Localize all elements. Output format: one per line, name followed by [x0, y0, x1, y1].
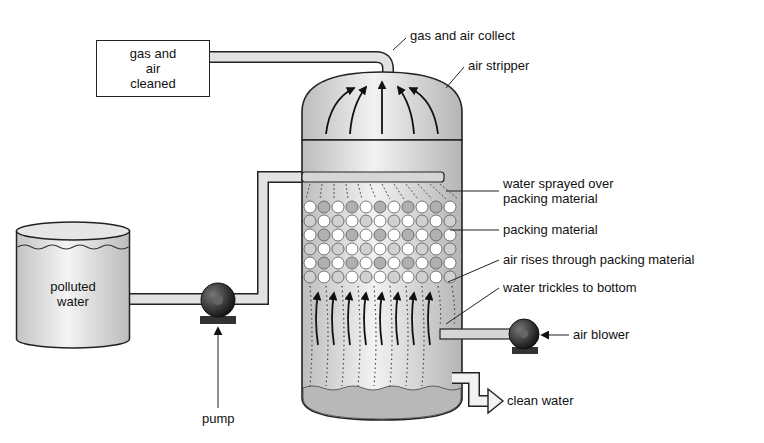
spray-line — [320, 184, 322, 199]
leader-line — [446, 67, 464, 88]
air-arrow — [316, 293, 318, 345]
pipe-label: gas and air collect — [410, 28, 515, 43]
leader-arrow — [542, 335, 569, 336]
leader-line — [393, 38, 406, 50]
stripper-body — [302, 140, 462, 420]
part-label: pump — [202, 411, 235, 426]
spray-line — [382, 184, 390, 199]
water-spray — [306, 184, 458, 199]
spray-line — [306, 184, 310, 199]
leader-line — [446, 288, 499, 324]
air-arrow — [380, 293, 382, 345]
storage-tank: polluted water — [15, 220, 131, 350]
feed-pipe — [120, 177, 310, 299]
trickle-line — [390, 286, 392, 386]
tank-body — [17, 231, 130, 348]
water-trickle — [310, 286, 455, 386]
part-label: air rises through packing material — [503, 252, 694, 267]
part-label: packing material — [503, 222, 598, 237]
trickle-line — [310, 286, 312, 386]
air-arrow — [428, 293, 430, 345]
process-box: gas and air cleaned — [96, 40, 210, 97]
blower-pipe — [440, 329, 512, 339]
leader-line — [450, 230, 499, 231]
gas-arrow — [350, 87, 366, 134]
tank-top — [17, 222, 130, 240]
trickle-line — [358, 286, 360, 386]
spray-line — [418, 184, 432, 199]
trickle-line — [326, 286, 328, 386]
node-text: polluted water — [43, 279, 103, 309]
spray-line — [358, 184, 362, 199]
air-flow — [316, 293, 430, 345]
node-text: gas and air cleaned — [123, 46, 183, 91]
air-blower — [509, 319, 539, 349]
trickle-line — [438, 286, 441, 326]
outlet-arrow — [488, 389, 503, 413]
part-label: water trickles to bottom — [503, 280, 637, 295]
feed-pipe — [120, 177, 310, 299]
air-arrow — [364, 293, 366, 345]
part-label: air blower — [573, 327, 629, 342]
spray-header — [302, 172, 444, 182]
gas-arrow — [410, 88, 438, 134]
stripper-dome — [302, 72, 462, 140]
trickle-line — [422, 286, 424, 386]
leader-arrow — [218, 328, 219, 408]
gas-flow — [326, 82, 438, 134]
spray-line — [394, 184, 404, 199]
pump — [201, 283, 235, 317]
spray-line — [430, 184, 446, 199]
outlet-label: clean water — [507, 393, 573, 408]
spray-line — [334, 184, 335, 199]
gas-arrow — [381, 82, 383, 134]
air-arrow — [348, 293, 350, 345]
air-arrow — [332, 293, 334, 345]
air-arrow — [412, 293, 414, 345]
outlet-pipe — [452, 378, 490, 401]
gas-arrow — [398, 87, 414, 134]
outlet-pipe — [452, 378, 490, 401]
blower-hub — [520, 330, 528, 338]
pump-hub — [213, 295, 223, 305]
spray-line — [346, 184, 348, 199]
vessel-label: air stripper — [468, 58, 529, 73]
trickle-line — [406, 286, 408, 386]
water-surface — [18, 245, 129, 249]
spray-line — [406, 184, 418, 199]
trickle-line — [374, 286, 376, 386]
leader-line — [448, 260, 499, 282]
part-label: water sprayed over packing material — [503, 176, 631, 206]
collected-water — [303, 386, 461, 419]
trickle-line — [342, 286, 344, 386]
leader-line — [446, 191, 499, 192]
spray-line — [370, 184, 376, 199]
packing-material — [303, 200, 457, 284]
air-arrow — [396, 293, 398, 345]
